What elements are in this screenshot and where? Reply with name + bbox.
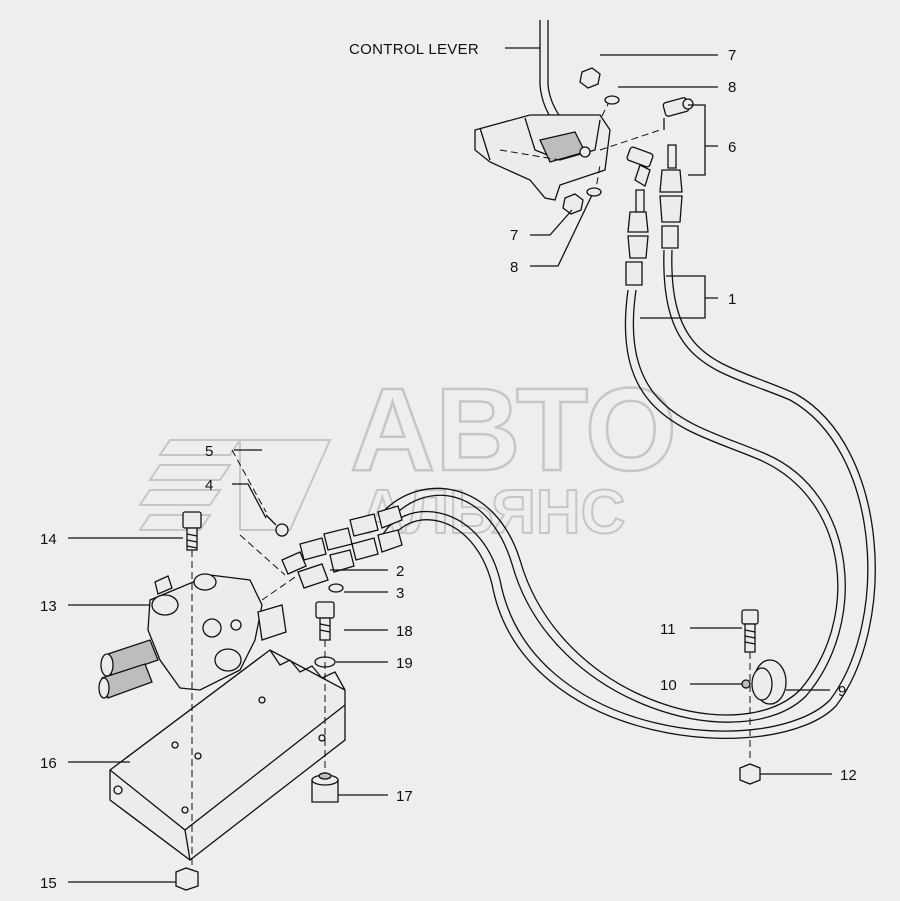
callout-11: 11 bbox=[660, 621, 676, 638]
cable-boot-left bbox=[625, 211, 649, 286]
cable-boot-right bbox=[659, 169, 683, 249]
leader-8-bottom bbox=[530, 194, 593, 267]
cable-end-rod bbox=[667, 144, 677, 169]
spool-2-end bbox=[98, 677, 110, 699]
pin-3 bbox=[328, 583, 344, 593]
callout-15: 15 bbox=[40, 875, 57, 892]
bolt-14 bbox=[182, 511, 202, 551]
callout-17: 17 bbox=[396, 788, 413, 805]
callout-16: 16 bbox=[40, 755, 57, 772]
callout-4: 4 bbox=[205, 477, 213, 494]
leader-4 bbox=[232, 483, 267, 519]
callout-1: 1 bbox=[728, 291, 736, 308]
callout-13: 13 bbox=[40, 598, 57, 615]
leader-6 bbox=[688, 104, 718, 176]
cable-right bbox=[379, 249, 869, 732]
control-lever-assembly bbox=[474, 20, 694, 215]
linkage-clevis-lower bbox=[297, 563, 329, 589]
labels: CONTROL LEVER 7 8 6 7 8 1 5 4 2 3 14 13 … bbox=[40, 41, 857, 892]
pivot-pin bbox=[579, 146, 591, 158]
callout-6: 6 bbox=[728, 139, 736, 156]
cable-boot-lower-lower bbox=[329, 529, 403, 573]
washer-8-top bbox=[604, 95, 620, 105]
callout-19: 19 bbox=[396, 655, 413, 672]
watermark-logo bbox=[138, 439, 332, 531]
cable-left-edge bbox=[387, 289, 846, 723]
nut-7-bottom bbox=[562, 193, 584, 215]
leader-lines bbox=[68, 47, 832, 883]
cable-end-rod-2 bbox=[635, 189, 645, 213]
ball-joint-lower bbox=[626, 146, 654, 187]
bolt-18 bbox=[315, 601, 335, 641]
watermark: АВТО АЛЬЯНС bbox=[138, 363, 678, 548]
control-lever-label: CONTROL LEVER bbox=[349, 41, 479, 58]
callout-10: 10 bbox=[660, 677, 677, 694]
callout-2: 2 bbox=[396, 563, 404, 580]
cable-right-edge bbox=[387, 249, 876, 739]
plate-hole-3 bbox=[194, 752, 202, 760]
valve-port-4 bbox=[202, 618, 222, 638]
leader-1 bbox=[640, 275, 718, 319]
valve-port-3 bbox=[214, 648, 242, 672]
watermark-line1: АВТО bbox=[350, 364, 677, 496]
callout-12: 12 bbox=[840, 767, 857, 784]
rubber-mount-stud bbox=[318, 772, 332, 780]
spool-1-end bbox=[100, 653, 114, 677]
callout-5: 5 bbox=[205, 443, 213, 460]
plate-hole-2 bbox=[171, 741, 179, 749]
valve-port-2 bbox=[193, 573, 217, 591]
plate-slots bbox=[269, 649, 346, 691]
bolt-11 bbox=[741, 609, 759, 653]
ball-joint-upper bbox=[662, 97, 694, 130]
plate-hole-1 bbox=[113, 785, 123, 795]
valve-bolt bbox=[230, 619, 242, 631]
callout-14: 14 bbox=[40, 531, 57, 548]
valve-fitting-right bbox=[257, 604, 287, 641]
pin-5 bbox=[265, 514, 277, 526]
plate-hole-4 bbox=[258, 696, 266, 704]
callout-3: 3 bbox=[396, 585, 404, 602]
plate-hole-5 bbox=[181, 806, 189, 814]
cable-boot-lower-upper bbox=[299, 505, 403, 561]
callout-9: 9 bbox=[838, 683, 846, 700]
callout-18: 18 bbox=[396, 623, 413, 640]
valve-fitting-top bbox=[154, 575, 173, 595]
plate-hole-6 bbox=[318, 734, 326, 742]
cable-clamp bbox=[741, 659, 787, 705]
nut-12 bbox=[739, 763, 761, 785]
nut-15 bbox=[175, 867, 199, 891]
valve-port-1 bbox=[151, 594, 179, 616]
callout-7-bottom: 7 bbox=[510, 227, 518, 244]
linkage-guides bbox=[231, 449, 299, 601]
callout-8-bottom: 8 bbox=[510, 259, 518, 276]
control-valve-assembly bbox=[98, 449, 346, 891]
cotter-4 bbox=[275, 523, 289, 537]
lever-bracket bbox=[474, 114, 611, 201]
clamp-stud bbox=[741, 679, 751, 689]
washer-8-bottom bbox=[586, 187, 602, 197]
callout-7-top: 7 bbox=[728, 47, 736, 64]
nut-7-top bbox=[579, 67, 601, 89]
plate-edges bbox=[109, 704, 346, 861]
control-cables bbox=[299, 169, 876, 785]
leader-7-bottom bbox=[530, 209, 573, 236]
linkage-clevis-upper bbox=[281, 551, 307, 575]
callout-8-top: 8 bbox=[728, 79, 736, 96]
